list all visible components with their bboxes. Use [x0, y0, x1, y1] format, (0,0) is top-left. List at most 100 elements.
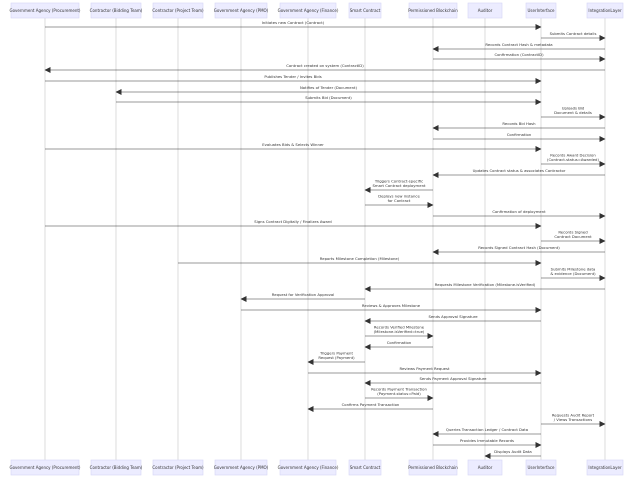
message: Reviews Payment Request — [308, 366, 542, 376]
message-label: Provides Immutable Records — [460, 438, 514, 443]
participant-label: Contractor (Bidding Team) — [90, 8, 143, 13]
message-label: Confirms Payment Transaction — [342, 402, 400, 407]
message: Queries Transaction Ledger / Contract Da… — [432, 427, 541, 437]
message-label: Records Award Decision — [550, 153, 596, 158]
message-label: Contract created on system (ContractID) — [286, 63, 364, 68]
message: Submits Contract details — [541, 31, 606, 41]
participant-box-rect — [348, 2, 382, 19]
participant-box-rect — [348, 459, 382, 476]
participant-box-bottom: Permissioned Blockchain — [408, 459, 458, 476]
message: Requests Milestone Verification (Milesto… — [364, 282, 605, 292]
message-label: Requests Audit Report — [552, 413, 595, 418]
message-label: Records Bid Hash — [502, 121, 536, 126]
participant-box-top: IntegrationLayer — [586, 2, 624, 19]
participant-box-top: Contractor (Project Team) — [152, 2, 204, 19]
participant-box-rect — [408, 459, 458, 476]
message-label: Publishes Tender / Invites Bids — [264, 74, 321, 79]
message-label: Triggers Payment — [319, 351, 353, 356]
message-label: (Milestone.isVerified=true) — [374, 329, 425, 334]
participant-label: UserInterface — [527, 8, 555, 13]
participant-box-rect — [525, 2, 557, 19]
participant-box-rect — [467, 2, 503, 19]
message-label: Document & details — [554, 110, 592, 115]
participant-footer-row: Government Agency (Procurement) Contracto… — [9, 459, 624, 476]
participant-box-rect — [214, 2, 268, 19]
message-label: Confirmation (ContractID) — [494, 52, 544, 57]
message: Request for Verification Approval — [240, 292, 365, 302]
participant-box-rect — [467, 459, 503, 476]
message-label: (Contract.status=Awarded) — [547, 157, 599, 162]
message: Provides Immutable Records — [433, 438, 542, 448]
participant-box-bottom: IntegrationLayer — [586, 459, 624, 476]
participant-label: IntegrationLayer — [588, 465, 622, 470]
message-label: / Views Transactions — [554, 417, 592, 422]
message-label: Records Signed Contract Hash (Document) — [478, 245, 560, 250]
participant-label: Smart Contract — [350, 8, 381, 13]
message-label: Triggers Contract-specific — [374, 179, 423, 184]
message-label: Notifies of Tender (Document) — [300, 85, 358, 90]
participant-header-row: Government Agency (Procurement)Contracto… — [9, 2, 624, 19]
message-label: Submits Milestone data — [551, 267, 596, 272]
message: Initiates new Contract (Contract) — [45, 20, 542, 30]
message: Contract created on system (ContractID) — [44, 63, 605, 73]
participant-box-top: UserInterface — [525, 2, 557, 19]
participant-label: Government Agency (Finance) — [278, 465, 339, 470]
participant-label: Auditor — [478, 465, 493, 470]
message-label: Request for Verification Approval — [272, 292, 334, 297]
message: Records Bid Hash — [432, 121, 605, 131]
participant-box-bottom: Smart Contract — [348, 459, 382, 476]
message-label: Deploys new instance — [378, 194, 420, 199]
participant-label: Permissioned Blockchain — [408, 465, 458, 470]
message: Updates Contract status & associates Con… — [432, 168, 605, 178]
message: Records Award Decision(Contract.status=A… — [541, 153, 606, 167]
message-label: Reports Milestone Completion (Milestone) — [320, 256, 400, 261]
message: Reports Milestone Completion (Milestone) — [178, 256, 542, 266]
participant-label: Contractor (Project Team) — [152, 465, 204, 470]
participant-label: Contractor (Bidding Team) — [90, 465, 143, 470]
message-label: Confirmation — [507, 132, 532, 137]
message-label: Confirmation — [387, 340, 412, 345]
message: Confirmation (ContractID) — [433, 52, 606, 62]
participant-label: Contractor (Project Team) — [152, 8, 204, 13]
participant-label: Government Agency (Finance) — [278, 8, 339, 13]
message: Sends Payment Approval Signature — [364, 376, 541, 386]
message-label: Contract Document — [554, 234, 592, 239]
message: Reviews & Approves Milestone — [241, 303, 542, 313]
message-label: Records Payment Transaction — [371, 387, 427, 392]
participant-box-bottom: UserInterface — [525, 459, 557, 476]
participant-label: Government Agency (PMO) — [214, 8, 269, 13]
participant-box-bottom: Government Agency (Finance) — [278, 459, 339, 476]
message-label: & evidence (Document) — [550, 271, 596, 276]
message-label: for Contract — [388, 198, 411, 203]
participant-box-bottom: Auditor — [467, 459, 503, 476]
message: Confirms Payment Transaction — [307, 402, 433, 412]
participant-box-bottom: Government Agency (Procurement) — [9, 459, 81, 476]
message-label: Submits Contract details — [550, 31, 597, 36]
message-label: Reviews & Approves Milestone — [362, 303, 421, 308]
participant-box-rect — [279, 459, 337, 476]
participant-label: Permissioned Blockchain — [408, 8, 458, 13]
message-label: Reviews Payment Request — [400, 366, 450, 371]
message-label: Records Contract Hash & metadata — [485, 42, 552, 47]
message-label: Records Verified Milestone — [374, 325, 425, 330]
message: Records Verified Milestone(Milestone.isV… — [365, 325, 434, 339]
participant-box-top: Auditor — [467, 2, 503, 19]
message: Publishes Tender / Invites Bids — [45, 74, 542, 84]
message-label: Displays Audit Data — [494, 449, 531, 454]
participant-box-rect — [90, 2, 142, 19]
participant-box-rect — [214, 459, 268, 476]
participant-box-rect — [10, 2, 80, 19]
participant-box-rect — [10, 459, 80, 476]
participant-label: UserInterface — [527, 465, 555, 470]
message-list: Initiates new Contract (Contract) Submits… — [44, 20, 606, 459]
message-label: Queries Transaction Ledger / Contract Da… — [446, 427, 528, 432]
participant-label: Auditor — [478, 8, 493, 13]
message-label: Records Signed — [558, 230, 588, 235]
participant-box-rect — [152, 459, 204, 476]
message-label: Uploads Bid — [562, 106, 585, 111]
